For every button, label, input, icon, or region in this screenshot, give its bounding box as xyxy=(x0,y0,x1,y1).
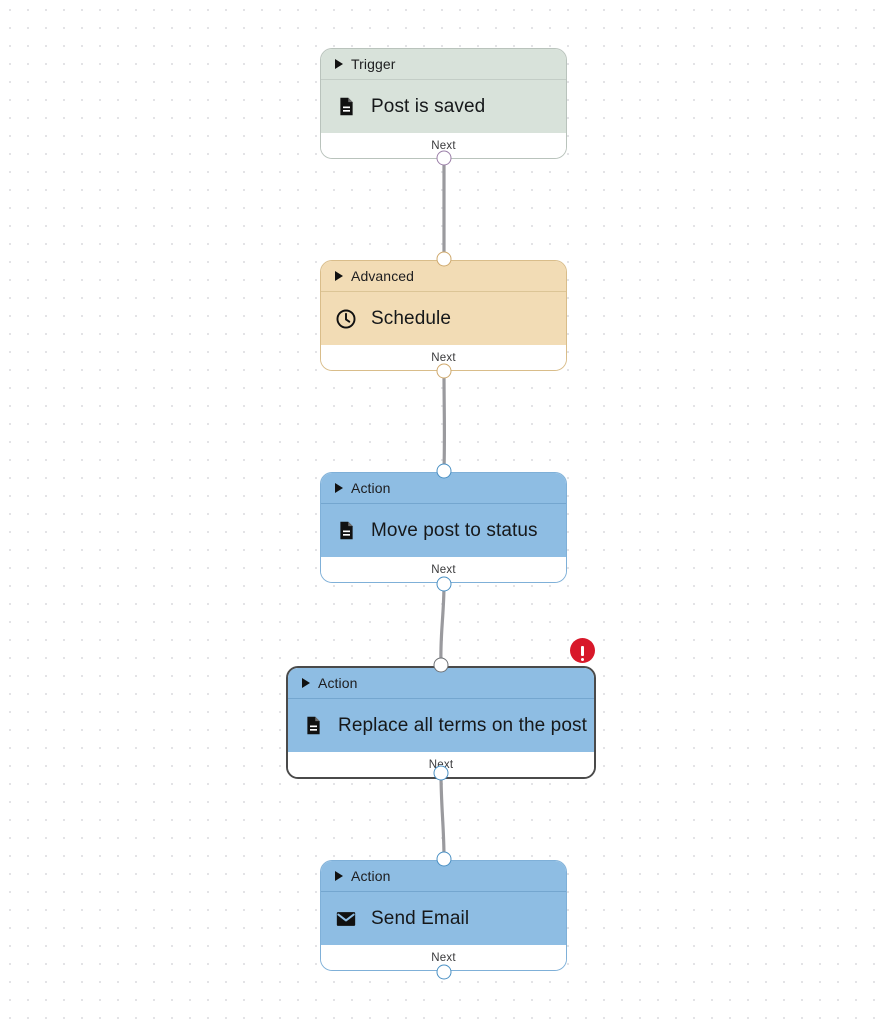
output-port-advanced[interactable] xyxy=(436,363,452,379)
node-next-label[interactable]: Next xyxy=(288,752,594,777)
node-kind-label: Trigger xyxy=(351,56,396,72)
node-body[interactable]: Move post to status xyxy=(321,504,566,557)
output-port-move-post-to-status[interactable] xyxy=(436,576,452,592)
expand-caret-icon[interactable] xyxy=(335,483,343,493)
exclamation-icon xyxy=(580,645,585,662)
input-port-send-email[interactable] xyxy=(436,851,452,867)
node-header[interactable]: Action xyxy=(321,861,566,892)
expand-caret-icon[interactable] xyxy=(302,678,310,688)
workflow-node-trigger[interactable]: Trigger Post is saved Next xyxy=(320,48,567,159)
envelope-icon xyxy=(335,908,357,930)
expand-caret-icon[interactable] xyxy=(335,871,343,881)
node-kind-label: Action xyxy=(351,480,391,496)
workflow-node-move-post-to-status[interactable]: Action Move post to status Next xyxy=(320,472,567,583)
output-port-replace-all-terms[interactable] xyxy=(433,765,449,781)
clock-icon xyxy=(335,308,357,330)
node-kind-label: Action xyxy=(351,868,391,884)
node-kind-label: Action xyxy=(318,675,358,691)
output-port-trigger[interactable] xyxy=(436,150,452,166)
workflow-node-send-email[interactable]: Action Send Email Next xyxy=(320,860,567,971)
node-title: Post is saved xyxy=(371,95,486,117)
node-title: Schedule xyxy=(371,307,452,329)
node-header[interactable]: Trigger xyxy=(321,49,566,80)
node-header[interactable]: Action xyxy=(288,668,594,699)
expand-caret-icon[interactable] xyxy=(335,271,343,281)
node-title: Move post to status xyxy=(371,519,538,541)
expand-caret-icon[interactable] xyxy=(335,59,343,69)
connector-move-to-replace xyxy=(439,582,446,666)
input-port-move-post-to-status[interactable] xyxy=(436,463,452,479)
workflow-node-advanced[interactable]: Advanced Schedule Next xyxy=(320,260,567,371)
node-body[interactable]: Send Email xyxy=(321,892,566,945)
output-port-send-email[interactable] xyxy=(436,964,452,980)
document-icon xyxy=(335,520,357,542)
node-title: Send Email xyxy=(371,907,470,929)
input-port-advanced[interactable] xyxy=(436,251,452,267)
input-port-replace-all-terms[interactable] xyxy=(433,657,449,673)
workflow-node-replace-all-terms[interactable]: Action Replace all terms on the post Nex… xyxy=(286,666,596,779)
error-badge[interactable] xyxy=(570,638,595,663)
node-kind-label: Advanced xyxy=(351,268,415,284)
document-icon xyxy=(335,96,357,118)
connector-replace-to-send-email xyxy=(439,771,446,860)
node-body[interactable]: Post is saved xyxy=(321,80,566,133)
document-icon xyxy=(302,715,324,737)
node-title: Replace all terms on the post xyxy=(338,714,587,736)
node-body[interactable]: Replace all terms on the post xyxy=(288,699,594,752)
node-body[interactable]: Schedule xyxy=(321,292,566,345)
